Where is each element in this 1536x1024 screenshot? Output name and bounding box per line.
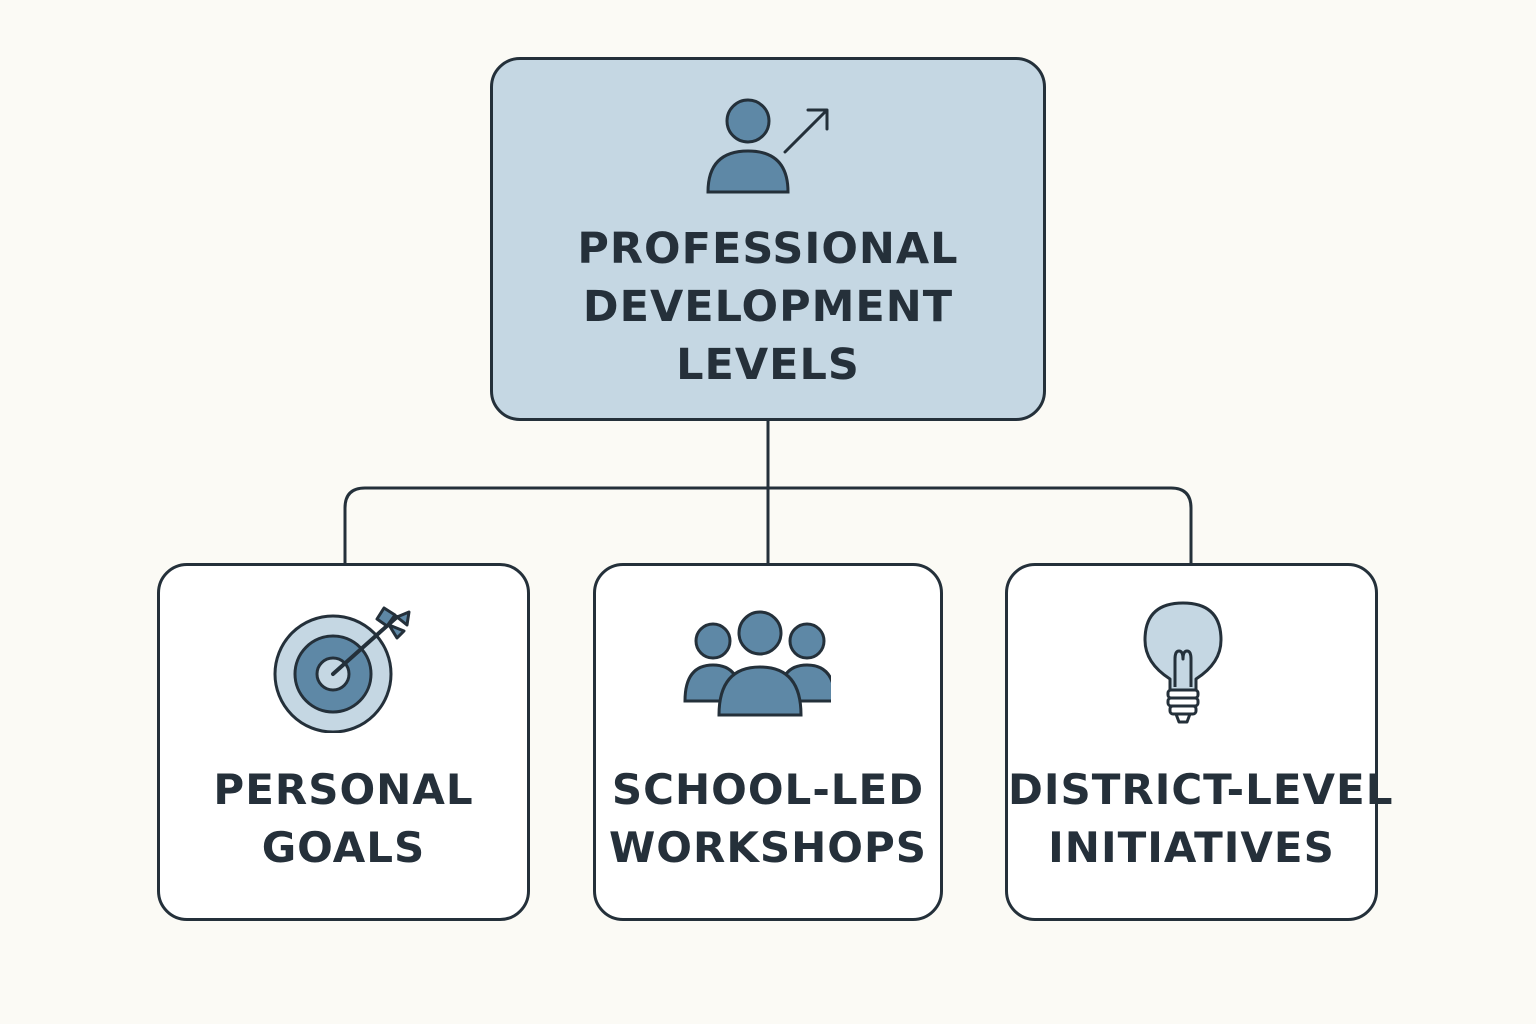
group-people-icon [683, 610, 831, 717]
child-node-district-level-initiatives: DISTRICT-LEVEL INITIATIVES [1005, 563, 1394, 921]
person-arrow-up-icon [706, 98, 829, 194]
child-title-line-2: WORKSHOPS [608, 823, 928, 872]
root-node: PROFESSIONAL DEVELOPMENT LEVELS [490, 57, 1046, 421]
child-title-line-1: PERSONAL [213, 765, 474, 814]
root-title: PROFESSIONAL DEVELOPMENT LEVELS [493, 220, 1043, 394]
root-title-line-1: PROFESSIONAL [577, 224, 959, 274]
connector-branch [343, 486, 1193, 563]
child-title-line-1: SCHOOL-LED [611, 765, 925, 814]
root-title-line-2: DEVELOPMENT [582, 282, 954, 332]
target-arrow-icon [273, 606, 411, 733]
child-title-line-2: INITIATIVES [1048, 823, 1335, 872]
child-title-line-1: DISTRICT-LEVEL [1008, 765, 1394, 814]
lightbulb-icon [1143, 601, 1223, 724]
child-node-personal-goals: PERSONAL GOALS [157, 563, 530, 921]
child-title-personal-goals: PERSONAL GOALS [160, 761, 527, 877]
child-title-district-level-initiatives: DISTRICT-LEVEL INITIATIVES [1008, 761, 1394, 877]
child-title-school-led-workshops: SCHOOL-LED WORKSHOPS [596, 761, 940, 877]
child-node-school-led-workshops: SCHOOL-LED WORKSHOPS [593, 563, 943, 921]
child-title-line-2: GOALS [261, 823, 426, 872]
root-title-line-3: LEVELS [676, 340, 860, 390]
